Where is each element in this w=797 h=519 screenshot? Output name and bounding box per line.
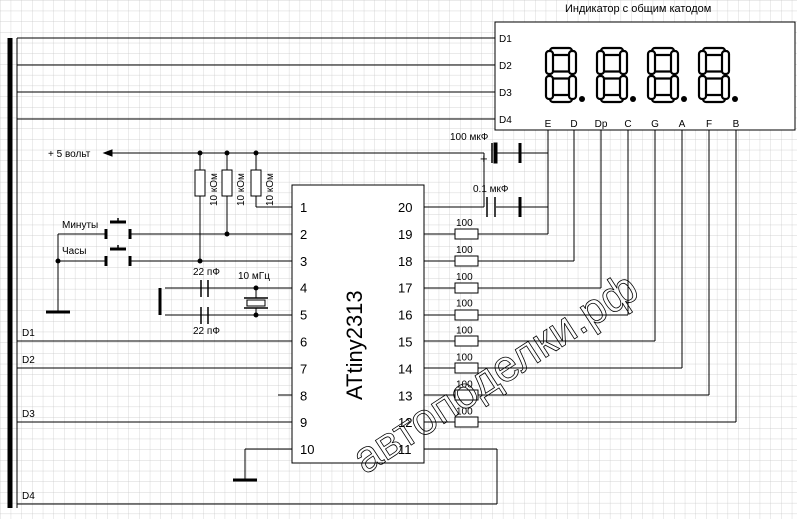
chip-right-pins: 20 19 18 17 16 15 14 13 12 11 bbox=[398, 200, 412, 457]
cap-100uf-label: 100 мкФ bbox=[450, 132, 489, 143]
segment-resistor-label: 100 bbox=[456, 353, 473, 364]
chip-pin-left: 6 bbox=[300, 335, 307, 350]
segment-pin-label: B bbox=[733, 119, 740, 130]
button-hours-label: Часы bbox=[62, 246, 86, 257]
button-hours[interactable] bbox=[104, 245, 132, 266]
bus-line-label: D4 bbox=[22, 491, 35, 502]
display-line-label: D3 bbox=[499, 88, 512, 99]
button-minutes-label: Минуты bbox=[62, 220, 98, 231]
display-segment-pins: E D Dp C G A F B bbox=[545, 119, 740, 130]
capacitor-100uf bbox=[491, 142, 498, 164]
seven-segment-digit bbox=[544, 46, 585, 104]
crystal-label: 10 мГц bbox=[238, 271, 270, 282]
decimal-point bbox=[681, 96, 687, 102]
chip-pin-left: 8 bbox=[300, 388, 307, 403]
wires bbox=[7, 37, 737, 508]
cap-22pf-bottom-label: 22 пФ bbox=[193, 326, 220, 337]
button-minutes[interactable] bbox=[104, 218, 132, 239]
display-line-label: D4 bbox=[499, 115, 512, 126]
segment-resistor-label: 100 bbox=[456, 245, 473, 256]
chip-pin-right: 14 bbox=[398, 361, 412, 376]
chip-pin-right: 16 bbox=[398, 308, 412, 323]
decimal-point bbox=[732, 96, 738, 102]
chip-pin-left: 4 bbox=[300, 281, 307, 296]
decimal-point bbox=[630, 96, 636, 102]
decimal-point bbox=[579, 96, 585, 102]
seven-segment-digit bbox=[595, 46, 636, 104]
display-digits bbox=[544, 46, 738, 104]
seven-segment-digit bbox=[646, 46, 687, 104]
capacitor-22pf bbox=[200, 280, 209, 324]
pullup-label-1: 10 кОм bbox=[209, 173, 220, 206]
chip-pin-right: 20 bbox=[398, 200, 412, 215]
led-display bbox=[494, 21, 796, 131]
display-title: Индикатор с общим катодом bbox=[565, 3, 711, 15]
segment-pin-label: F bbox=[706, 119, 712, 130]
chip-pin-left: 10 bbox=[300, 442, 314, 457]
chip-pin-right: 15 bbox=[398, 335, 412, 350]
segment-resistor-label: 100 bbox=[456, 218, 473, 229]
segment-pin-label: D bbox=[570, 119, 577, 130]
chip-pin-right: 17 bbox=[398, 281, 412, 296]
chip-pin-right: 19 bbox=[398, 227, 412, 242]
display-line-label: D1 bbox=[499, 34, 512, 45]
chip-left-pins: 1 2 3 4 5 6 7 8 9 10 bbox=[300, 200, 314, 457]
cap-plus-label: + bbox=[480, 151, 488, 166]
chip-pin-left: 5 bbox=[300, 308, 307, 323]
bus-line-label: D3 bbox=[22, 409, 35, 420]
crystal-symbol bbox=[244, 297, 268, 309]
segment-resistor-label: 100 bbox=[456, 272, 473, 283]
segment-resistor-label: 100 bbox=[456, 406, 473, 417]
pullup-resistors bbox=[194, 169, 262, 197]
pullup-label-2: 10 кОм bbox=[236, 173, 247, 206]
chip-pin-right: 11 bbox=[398, 442, 412, 457]
segment-pin-label: G bbox=[651, 119, 659, 130]
bus-line-label: D1 bbox=[22, 328, 35, 339]
cap-22pf-top-label: 22 пФ bbox=[193, 267, 220, 278]
segment-pin-label: Dp bbox=[595, 119, 608, 130]
chip-body bbox=[291, 184, 425, 464]
bus-line-label: D2 bbox=[22, 355, 35, 366]
pullup-label-3: 10 кОм bbox=[265, 173, 276, 206]
segment-resistor-label: 100 bbox=[456, 379, 473, 390]
segment-resistor-label: 100 bbox=[456, 299, 473, 310]
display-line-label: D2 bbox=[499, 61, 512, 72]
power-label: + 5 вольт bbox=[48, 149, 91, 160]
chip-pin-right: 13 bbox=[398, 388, 412, 403]
chip-pin-left: 9 bbox=[300, 415, 307, 430]
segment-pin-label: C bbox=[624, 119, 631, 130]
junction-dots bbox=[55, 150, 259, 318]
chip-pin-right: 12 bbox=[398, 415, 412, 430]
chip-name: ATtiny2313 bbox=[342, 290, 367, 400]
capacitor-01uf bbox=[486, 197, 496, 217]
segment-resistor-label: 100 bbox=[456, 326, 473, 337]
cap-01uf-label: 0.1 мкФ bbox=[473, 184, 509, 195]
segment-pin-label: A bbox=[679, 119, 686, 130]
segment-resistor-labels: 100 100 100 100 100 100 100 100 bbox=[456, 218, 473, 417]
chip-pin-left: 2 bbox=[300, 227, 307, 242]
chip-pin-left: 3 bbox=[300, 254, 307, 269]
segment-pin-label: E bbox=[545, 119, 552, 130]
chip-pin-left: 1 bbox=[300, 200, 307, 215]
segment-resistors bbox=[454, 228, 479, 428]
chip-pin-left: 7 bbox=[300, 361, 307, 376]
chip-pin-right: 18 bbox=[398, 254, 412, 269]
seven-segment-digit bbox=[697, 46, 738, 104]
